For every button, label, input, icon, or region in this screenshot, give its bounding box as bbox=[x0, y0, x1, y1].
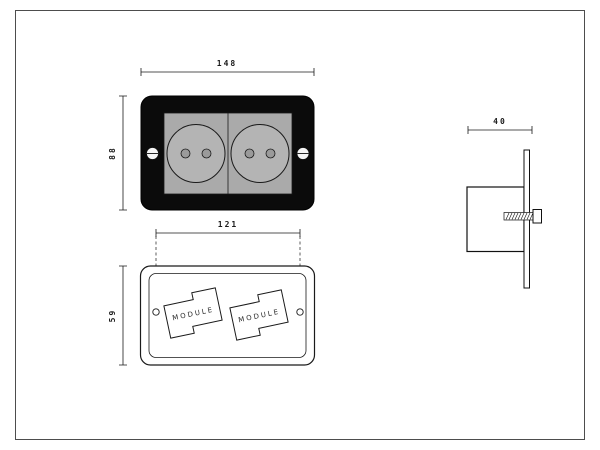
front-width-dimension: 148 bbox=[140, 59, 315, 76]
screw-head bbox=[532, 209, 542, 224]
mounting-hole-right bbox=[296, 308, 304, 316]
dimension-label: 40 bbox=[493, 117, 507, 126]
dimension-label: 88 bbox=[108, 146, 117, 160]
dimension-ticks bbox=[119, 95, 127, 211]
back-height-dimension: 59 bbox=[108, 265, 127, 366]
front-view: 148 88 bbox=[108, 59, 315, 211]
backplate-inner-outline bbox=[148, 273, 307, 358]
dimension-ticks bbox=[140, 68, 315, 76]
side-view: 40 bbox=[466, 117, 542, 289]
socket-left bbox=[166, 124, 226, 183]
pin-hole bbox=[265, 148, 276, 159]
dimension-ticks bbox=[155, 229, 301, 237]
dimension-label: 148 bbox=[217, 59, 237, 68]
page-border bbox=[15, 10, 585, 440]
screw-right-icon bbox=[296, 147, 310, 160]
dimension-ticks bbox=[467, 126, 533, 134]
dimension-label: 121 bbox=[218, 220, 238, 229]
screw-threads-icon bbox=[505, 212, 534, 220]
side-screw bbox=[503, 209, 542, 224]
dimension-label: 59 bbox=[108, 309, 117, 323]
module-outline bbox=[229, 289, 289, 341]
back-view: 121 59 MODULE MODULE bbox=[108, 220, 316, 366]
module-left: MODULE bbox=[163, 287, 223, 339]
front-height-dimension: 88 bbox=[108, 95, 127, 211]
socket-right bbox=[230, 124, 290, 183]
module-outline bbox=[163, 287, 223, 339]
pin-hole bbox=[180, 148, 191, 159]
backplate-outline bbox=[139, 265, 316, 366]
screw-left-icon bbox=[146, 147, 159, 160]
pin-hole bbox=[244, 148, 255, 159]
mounting-hole-left bbox=[152, 308, 160, 316]
module-right: MODULE bbox=[229, 289, 289, 341]
pin-hole bbox=[201, 148, 212, 159]
side-depth-dimension: 40 bbox=[467, 117, 533, 134]
dimension-ticks bbox=[119, 265, 127, 366]
